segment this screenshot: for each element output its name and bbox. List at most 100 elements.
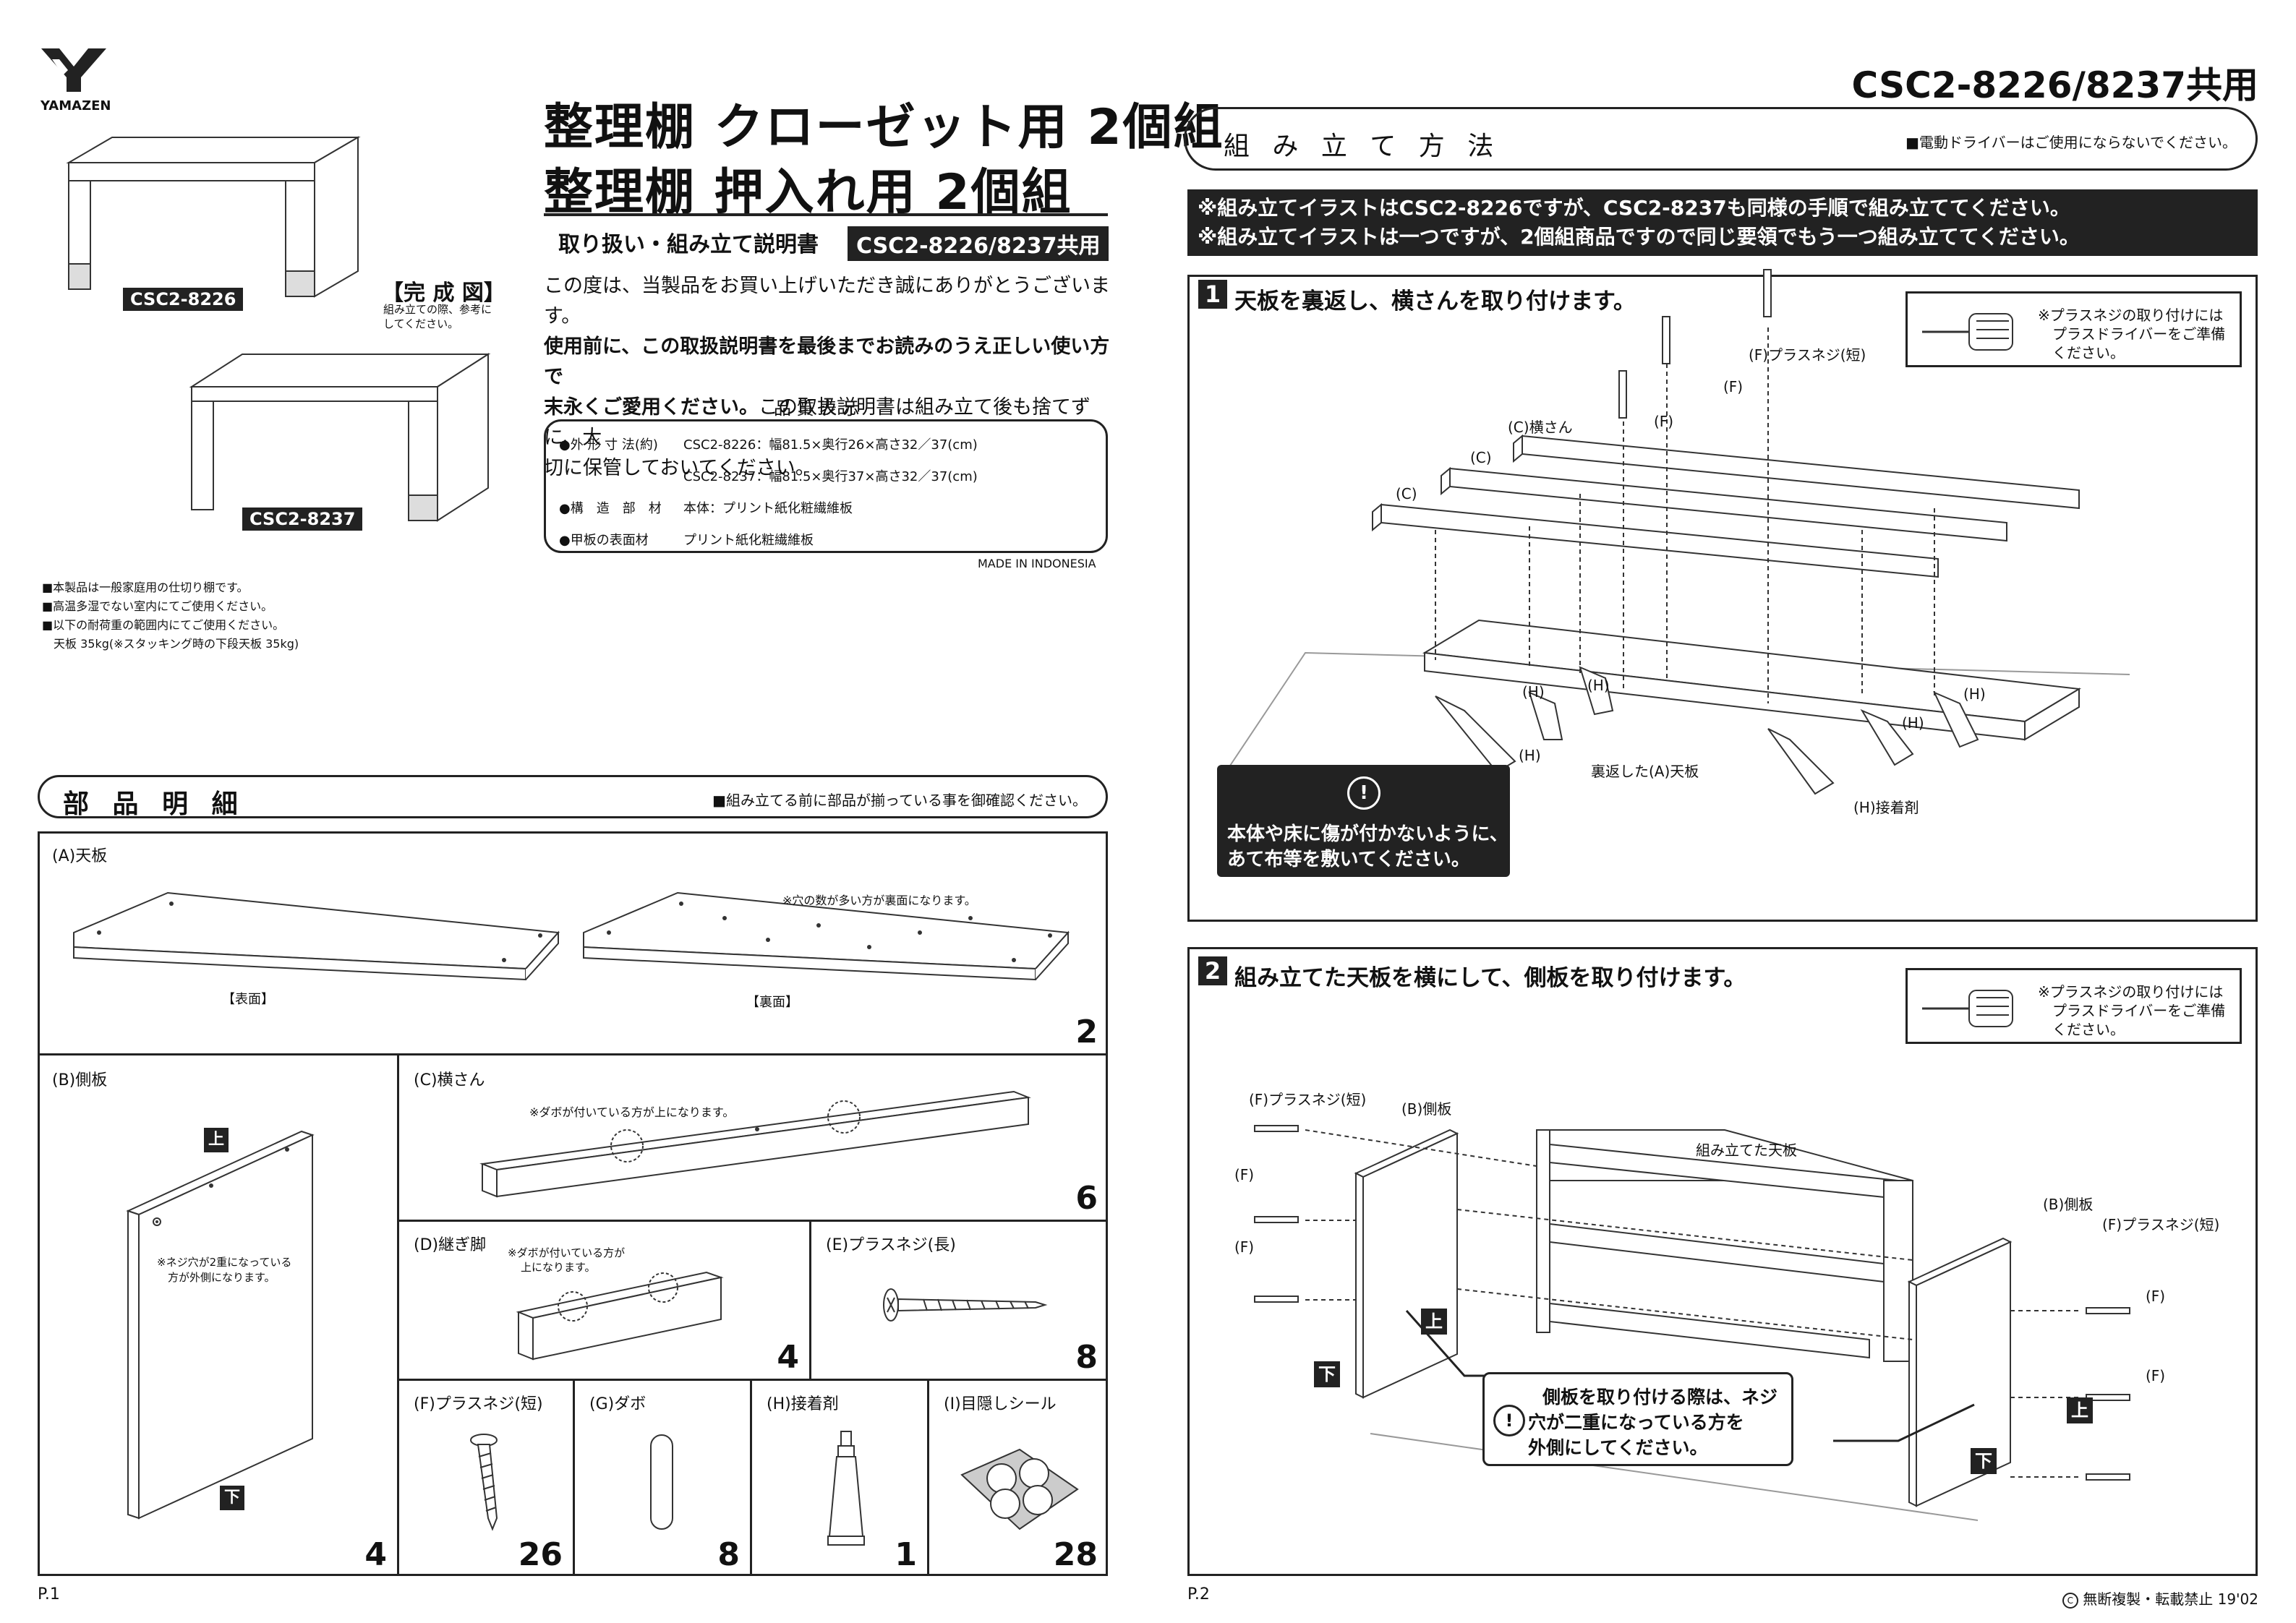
glue-bottle-icon [827, 1431, 865, 1546]
cover-sticker-sheet-icon [960, 1448, 1079, 1530]
label-screw-short: (F)プラスネジ(短) [1749, 346, 1866, 364]
label-h: (H) [1519, 747, 1541, 764]
part-d-cell: (D)継ぎ脚 ※ダボが付いている方が 上になります。 4 [399, 1222, 811, 1381]
part-e-cell: (E)プラスネジ(長) 8 [811, 1222, 1108, 1381]
copyright-line: C 無断複製・転載禁止 19'02 [2062, 1588, 2258, 1609]
side-panel-illustration [126, 1130, 315, 1520]
label-f: (F) [1234, 1166, 1255, 1183]
usage-notes: ■本製品は一般家庭用の仕切り棚です。 ■高温多湿でない室内にてご使用ください。 … [42, 578, 299, 654]
part-qty: 6 [1075, 1180, 1098, 1217]
part-label: (D)継ぎ脚 [414, 1236, 487, 1254]
leg-illustration [516, 1271, 724, 1361]
label-h: (H) [1963, 685, 1986, 703]
bottom-mark: 下 [220, 1486, 244, 1510]
label-f: (F) [2146, 1367, 2166, 1384]
step-number: 2 [1198, 956, 1227, 985]
part-label: (G)ダボ [589, 1395, 646, 1413]
warning-box: ! 本体や床に傷が付かないように、 あて布等を敷いてください。 [1217, 765, 1510, 877]
tool-note-line: ください。 [2052, 1021, 2125, 1038]
warning-line: あて布等を敷いてください。 [1227, 849, 1470, 870]
dowel-icon [650, 1434, 673, 1530]
top-mark: 上 [204, 1128, 229, 1152]
caution-icon: ! [1493, 1405, 1525, 1436]
page-number-1: P.1 [38, 1585, 60, 1603]
quality-title: 品 質 表 示 [774, 398, 860, 419]
intro-text: この度は、当製品をお買い上げいただき誠にありがとうございます。 使用前に、この取… [544, 271, 1122, 484]
intro-line: 末永くご愛用ください。この取扱説明書は組み立て後も捨てずに、大 [544, 396, 1091, 449]
part-qty: 8 [1075, 1339, 1098, 1376]
label-screw-short: (F)プラスネジ(短) [1249, 1091, 1367, 1108]
rail-note: ※ダボが付いている方が上になります。 [529, 1105, 735, 1119]
yamazen-logo-icon [41, 48, 106, 92]
short-screw-icon [470, 1434, 498, 1531]
caution-line: 穴が二重になっている方を [1528, 1412, 1744, 1433]
note-line: 天板 35kg(※スタッキング時の下段天板 35kg) [54, 637, 299, 651]
part-label: (H)接着剤 [767, 1395, 839, 1413]
tool-note-line: プラスドライバーをご準備 [2052, 325, 2226, 343]
brand-logo: YAMAZEN [38, 45, 111, 121]
label-c: (C) [1470, 449, 1492, 466]
quality-label: ●甲板の表面材 [559, 533, 649, 548]
front-label: 【表面】 [222, 992, 274, 1007]
side-note-1: ※ネジ穴が2重になっている [157, 1256, 292, 1269]
label-screw-short: (F)プラスネジ(短) [2102, 1216, 2220, 1233]
quality-value: CSC2-8226：幅81.5×奥行26×高さ32／37(cm) [683, 437, 978, 453]
caution-line: 外側にしてください。 [1528, 1437, 1708, 1458]
back-note: ※穴の数が多い方が裏面になります。 [782, 894, 976, 907]
intro-line: この度は、当製品をお買い上げいただき誠にありがとうございます。 [544, 275, 1110, 327]
intro-line: 切に保管しておいてください。 [544, 457, 815, 479]
label-csc2-8226: CSC2-8226 [123, 288, 244, 311]
tool-note-box: ※プラスネジの取り付けには プラスドライバーをご準備 ください。 [1905, 968, 2242, 1044]
tool-note-box: ※プラスネジの取り付けには プラスドライバーをご準備 ください。 [1905, 291, 2242, 367]
label-c: (C) [1396, 485, 1417, 502]
leg-note-2: 上になります。 [521, 1261, 596, 1274]
intro-line: 使用前に、この取扱説明書を最後までお読みのうえ正しい使い方で [544, 335, 1110, 388]
label-side-panel: (B)側板 [1401, 1100, 1452, 1118]
page-number-2: P.2 [1187, 1585, 1210, 1603]
top-mark: 上 [1421, 1309, 1447, 1335]
quality-box: ●外 形 寸 法(約) CSC2-8226：幅81.5×奥行26×高さ32／37… [544, 419, 1108, 553]
board-back-illustration [583, 891, 1070, 981]
step-2-illustration [1254, 1125, 2130, 1521]
tool-note-line: ※プラスネジの取り付けには [2038, 983, 2224, 1001]
shelf-8226-illustration [66, 136, 361, 298]
warning-line: 本体や床に傷が付かないように、 [1227, 823, 1508, 845]
banner-line: ※組み立てイラストはCSC2-8226ですが、CSC2-8237も同様の手順で組… [1198, 196, 2070, 220]
screwdriver-hand-icon [1922, 990, 2013, 1027]
quality-value: プリント紙化粧繊維板 [683, 533, 814, 548]
long-screw-icon [883, 1288, 1048, 1322]
step-title: 組み立てた天板を横にして、側板を取り付けます。 [1234, 965, 1746, 991]
part-label: (F)プラスネジ(短) [414, 1395, 543, 1413]
part-qty: 28 [1053, 1536, 1098, 1573]
caution-line: 側板を取り付ける際は、ネジ [1542, 1387, 1778, 1408]
quality-label: ●外 形 寸 法(約) [559, 437, 658, 453]
bottom-mark: 下 [1971, 1448, 1997, 1474]
parts-section-title: 部 品 明 細 [63, 789, 245, 819]
part-label: (E)プラスネジ(長) [826, 1236, 956, 1254]
label-h: (H) [1522, 683, 1545, 701]
model-code-header: CSC2-8226/8237共用 [1851, 64, 2258, 106]
board-front-illustration [73, 891, 560, 981]
part-i-cell: (I)目隠しシール 28 [929, 1381, 1108, 1576]
rail-illustration [479, 1090, 1031, 1198]
label-f: (F) [1234, 1238, 1255, 1256]
shelf-8237-illustration [189, 353, 491, 522]
tool-note-line: ※プラスネジの取り付けには [2038, 307, 2224, 324]
label-csc2-8237: CSC2-8237 [242, 508, 363, 531]
quality-value: 本体：プリント紙化粧繊維板 [683, 501, 853, 516]
part-qty: 26 [518, 1536, 563, 1573]
back-label: 【裏面】 [746, 995, 798, 1010]
title-line2: 整理棚 押入れ用 2個組 [544, 164, 1072, 221]
label-f: (F) [2146, 1288, 2166, 1305]
quality-label: ●構 造 部 材 [559, 501, 662, 516]
label-glue: (H)接着剤 [1853, 799, 1919, 816]
parts-section-header: 部 品 明 細 ■組み立てる前に部品が揃っている事を御確認ください。 [38, 775, 1108, 819]
part-a-cell: (A)天板 【表面】 【裏面】 ※穴の数が多い方が裏面になります。 2 [38, 831, 1108, 1055]
assembly-banner: ※組み立てイラストはCSC2-8226ですが、CSC2-8237も同様の手順で組… [1187, 189, 2258, 256]
part-c-cell: (C)横さん ※ダボが付いている方が上になります。 6 [399, 1055, 1108, 1222]
quality-value: CSC2-8237：幅81.5×奥行37×高さ32／37(cm) [683, 469, 978, 484]
assembly-title: 組 み 立 て 方 法 [1224, 132, 1501, 161]
part-b-cell: (B)側板 上 下 ※ネジ穴が2重になっている 方が外側になります。 4 [38, 1055, 399, 1576]
label-f: (F) [1654, 413, 1674, 430]
step-title: 天板を裏返し、横さんを取り付けます。 [1234, 288, 1636, 314]
